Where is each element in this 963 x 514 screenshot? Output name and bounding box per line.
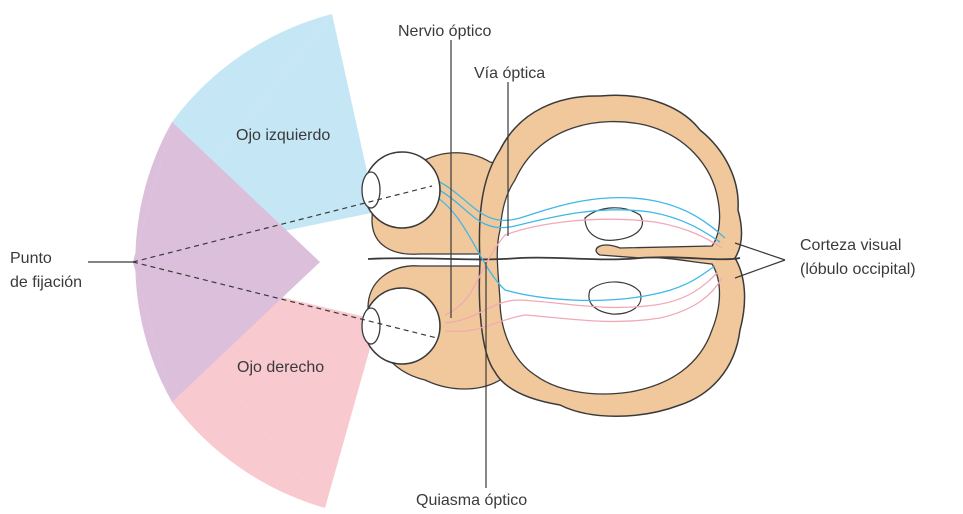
- fixation-point-label-line1: Punto: [10, 248, 52, 269]
- right-eye-label: Ojo derecho: [237, 357, 324, 378]
- visual-cortex-leader-2: [735, 260, 785, 278]
- visual-cortex-label-line1: Corteza visual: [800, 235, 901, 256]
- visual-cortex-label-line2: (lóbulo occipital): [800, 259, 916, 280]
- optic-nerve-label: Nervio óptico: [398, 21, 491, 42]
- left-eye-label: Ojo izquierdo: [236, 125, 330, 146]
- left-eye-lens: [362, 172, 380, 208]
- brain: [368, 95, 745, 416]
- fixation-point-label-line2: de fijación: [10, 272, 82, 293]
- optic-tract-label: Vía óptica: [474, 63, 545, 84]
- optic-chiasm-label: Quiasma óptico: [416, 490, 527, 511]
- right-eye-lens: [362, 308, 380, 344]
- visual-cortex-leader-1: [735, 243, 785, 260]
- visual-fields: [133, 14, 378, 508]
